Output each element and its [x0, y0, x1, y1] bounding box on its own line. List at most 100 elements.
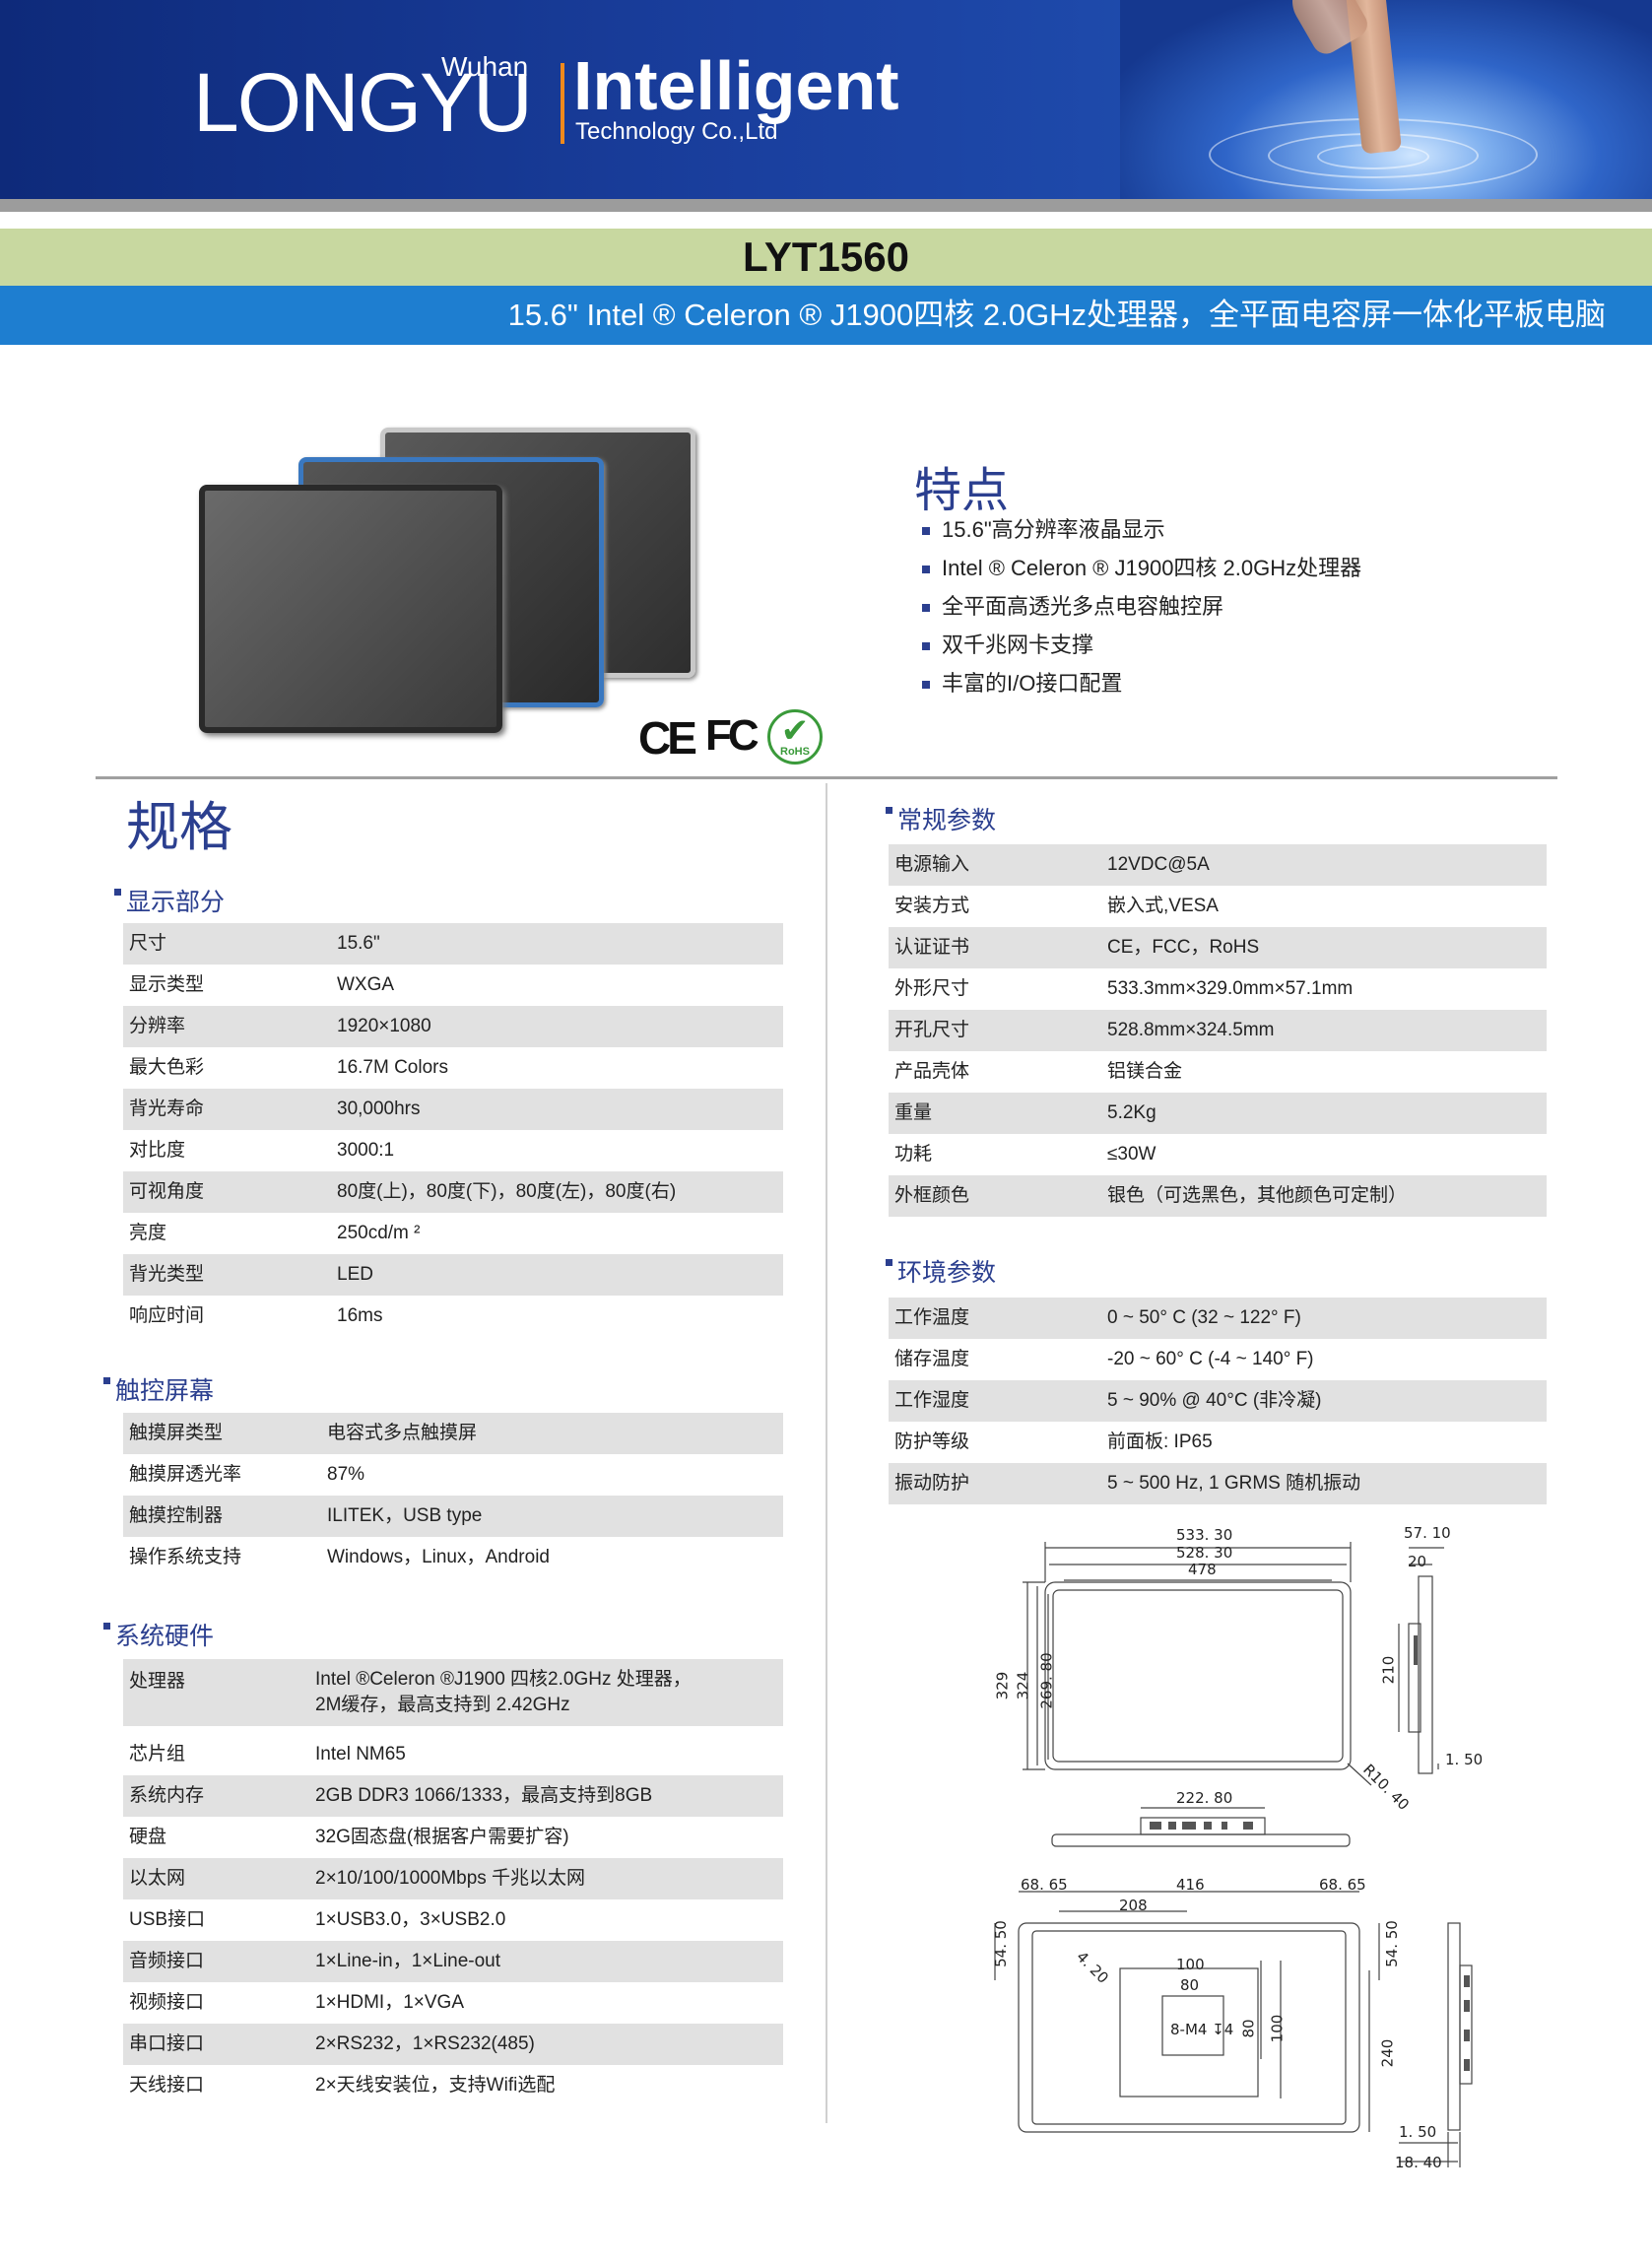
dim-label: 533. 30: [1176, 1526, 1233, 1544]
dim-label: 8-M4 ↧4: [1170, 2021, 1234, 2038]
dim-label: 240: [1378, 2038, 1397, 2068]
dim-label: 528. 30: [1176, 1544, 1233, 1562]
grey-band: [0, 199, 1652, 212]
spec-title: 规格: [126, 798, 232, 857]
table-row: 产品壳体铝镁合金: [894, 1061, 1183, 1082]
dim-label: 1. 50: [1445, 1751, 1484, 1768]
dim-label: 329: [993, 1671, 1012, 1700]
table-row: 触摸屏类型电容式多点触摸屏: [123, 1413, 783, 1454]
subtitle-band: [0, 286, 1652, 345]
table-row: 功耗≤30W: [894, 1144, 1156, 1165]
dim-label: 68. 65: [1021, 1876, 1068, 1894]
side-view: [1418, 1575, 1433, 1774]
rohs-logo: ✔ RoHS: [767, 709, 823, 765]
check-icon: ✔: [780, 712, 810, 750]
dim-label: 210: [1379, 1655, 1398, 1685]
dim-label: 80: [1239, 2019, 1258, 2038]
rear-view-outline: [1018, 1922, 1360, 2133]
model-title: LYT1560: [743, 233, 909, 280]
dim-label: 100: [1268, 2014, 1287, 2043]
dim-label: 208: [1119, 1897, 1148, 1914]
features-title: 特点: [914, 465, 1010, 517]
feature-item: 丰富的I/O接口配置: [922, 666, 1122, 698]
section-hardware: 系统硬件: [103, 1617, 214, 1652]
dim-label: 54. 50: [1382, 1920, 1401, 1967]
product-image: [197, 424, 695, 733]
feature-item: 双千兆网卡支撑: [922, 628, 1093, 659]
dim-label: 80: [1180, 1976, 1200, 1994]
logo-longyu: LONGYU: [193, 56, 533, 149]
touch-photo: [1120, 0, 1652, 199]
dim-label: 100: [1176, 1956, 1205, 1973]
subtitle: 15.6" Intel ® Celeron ® J1900四核 2.0GHz处理…: [507, 298, 1606, 332]
section-general: 常规参数: [886, 801, 996, 836]
front-view-outline: [1044, 1581, 1352, 1770]
section-environment: 环境参数: [886, 1253, 996, 1289]
ce-logo: CE: [638, 712, 697, 764]
dim-label: 324: [1014, 1671, 1032, 1700]
dim-label: 20: [1408, 1553, 1427, 1570]
feature-item: 全平面高透光多点电容触控屏: [922, 589, 1223, 621]
table-row: 安装方式嵌入式,VESA: [894, 896, 1219, 916]
table-row: 防护等级前面板: IP65: [894, 1432, 1213, 1452]
section-display: 显示部分: [114, 883, 225, 918]
logo-intelligent: Intelligent: [573, 47, 899, 124]
dim-label: 416: [1176, 1876, 1205, 1894]
front-view-inner: [1052, 1589, 1344, 1763]
table-row: 储存温度-20 ~ 60° C (-4 ~ 140° F): [894, 1349, 1314, 1369]
dim-label: 1. 50: [1399, 2123, 1437, 2141]
dim-label: 478: [1188, 1561, 1217, 1578]
dim-label: 68. 65: [1319, 1876, 1366, 1894]
model-band: [0, 229, 1652, 286]
dim-label: 54. 50: [991, 1920, 1010, 1967]
rohs-label: RoHS: [780, 746, 810, 758]
fcc-logo: FC: [705, 711, 760, 760]
section-touch: 触控屏幕: [103, 1371, 214, 1407]
dim-label: 269. 80: [1037, 1652, 1056, 1709]
dim-label: 18. 40: [1395, 2154, 1442, 2171]
dim-label: 222. 80: [1176, 1789, 1233, 1807]
column-divider: [826, 783, 827, 2123]
dim-label: 57. 10: [1404, 1524, 1451, 1542]
feature-item: Intel ® Celeron ® J1900四核 2.0GHz处理器: [922, 551, 1361, 582]
logo-wuhan: Wuhan: [441, 51, 529, 82]
logo-tech: Technology Co.,Ltd: [575, 118, 778, 145]
bottom-view: [1051, 1833, 1351, 1847]
divider: [96, 776, 1557, 779]
table-row: 外框颜色银色（可选黑色，其他颜色可定制）: [889, 1175, 1547, 1217]
feature-item: 15.6"高分辨率液晶显示: [922, 512, 1165, 544]
logo-divider: [561, 63, 564, 144]
